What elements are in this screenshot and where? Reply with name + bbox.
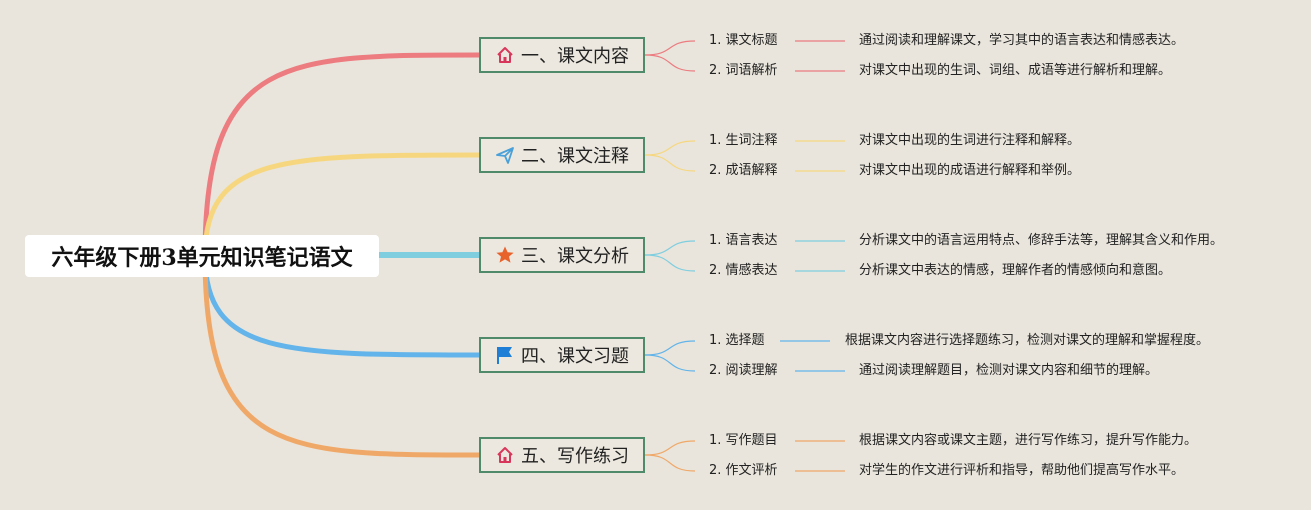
branch-label: 二、课文注释 [521, 146, 629, 167]
leaf-description: 对课文中出现的成语进行解释和举例。 [859, 163, 1081, 178]
branch-node-4[interactable]: 四、课文习题 [479, 337, 645, 373]
leaf-label[interactable]: 1. 写作题目 [709, 433, 778, 448]
branch-node-3[interactable]: 三、课文分析 [479, 237, 645, 273]
branch-label: 五、写作练习 [521, 446, 629, 467]
leaf-label[interactable]: 1. 语言表达 [709, 233, 778, 248]
branch-label: 四、课文习题 [521, 346, 629, 367]
leaf-connector [644, 54, 696, 72]
leaf-description: 分析课文中的语言运用特点、修辞手法等，理解其含义和作用。 [859, 233, 1224, 248]
leaf-label[interactable]: 1. 课文标题 [709, 33, 778, 48]
leaf-label[interactable]: 2. 作文评析 [709, 463, 778, 478]
leaf-description: 对学生的作文进行评析和指导，帮助他们提高写作水平。 [859, 463, 1185, 478]
branch-connector [202, 253, 482, 358]
star-icon [495, 245, 515, 265]
paper-plane-icon [495, 145, 515, 165]
leaf-label[interactable]: 2. 阅读理解 [709, 363, 778, 378]
leaf-connector [644, 340, 696, 356]
leaf-description: 对课文中出现的生词进行注释和解释。 [859, 133, 1081, 148]
home-icon [495, 445, 515, 465]
leaf-description: 根据课文内容进行选择题练习，检测对课文的理解和掌握程度。 [845, 333, 1210, 348]
leaf-connector [644, 254, 696, 272]
branch-node-2[interactable]: 二、课文注释 [479, 137, 645, 173]
branch-connector [202, 152, 482, 259]
branch-label: 三、课文分析 [521, 246, 629, 267]
leaf-label[interactable]: 1. 选择题 [709, 333, 765, 348]
leaf-connector [644, 140, 696, 156]
leaf-description: 对课文中出现的生词、词组、成语等进行解析和理解。 [859, 63, 1172, 78]
leaf-label[interactable]: 1. 生词注释 [709, 133, 778, 148]
branch-connector [202, 52, 482, 259]
branch-connector [202, 253, 482, 458]
branch-node-5[interactable]: 五、写作练习 [479, 437, 645, 473]
leaf-connector [644, 454, 696, 472]
leaf-label[interactable]: 2. 词语解析 [709, 63, 778, 78]
leaf-connector [644, 354, 696, 372]
leaf-description: 根据课文内容或课文主题，进行写作练习，提升写作能力。 [859, 433, 1198, 448]
home-icon [495, 45, 515, 65]
leaf-label[interactable]: 2. 成语解释 [709, 163, 778, 178]
leaf-description: 分析课文中表达的情感，理解作者的情感倾向和意图。 [859, 263, 1172, 278]
leaf-description: 通过阅读和理解课文，学习其中的语言表达和情感表达。 [859, 33, 1185, 48]
root-node[interactable]: 六年级下册3单元知识笔记语文 [25, 235, 379, 277]
leaf-description: 通过阅读理解题目，检测对课文内容和细节的理解。 [859, 363, 1159, 378]
branch-node-1[interactable]: 一、课文内容 [479, 37, 645, 73]
leaf-connector [644, 240, 696, 256]
branch-label: 一、课文内容 [521, 46, 629, 67]
leaf-connector [644, 40, 696, 56]
leaf-connector [644, 440, 696, 456]
leaf-label[interactable]: 2. 情感表达 [709, 263, 778, 278]
leaf-connector [644, 154, 696, 172]
flag-icon [495, 345, 515, 365]
